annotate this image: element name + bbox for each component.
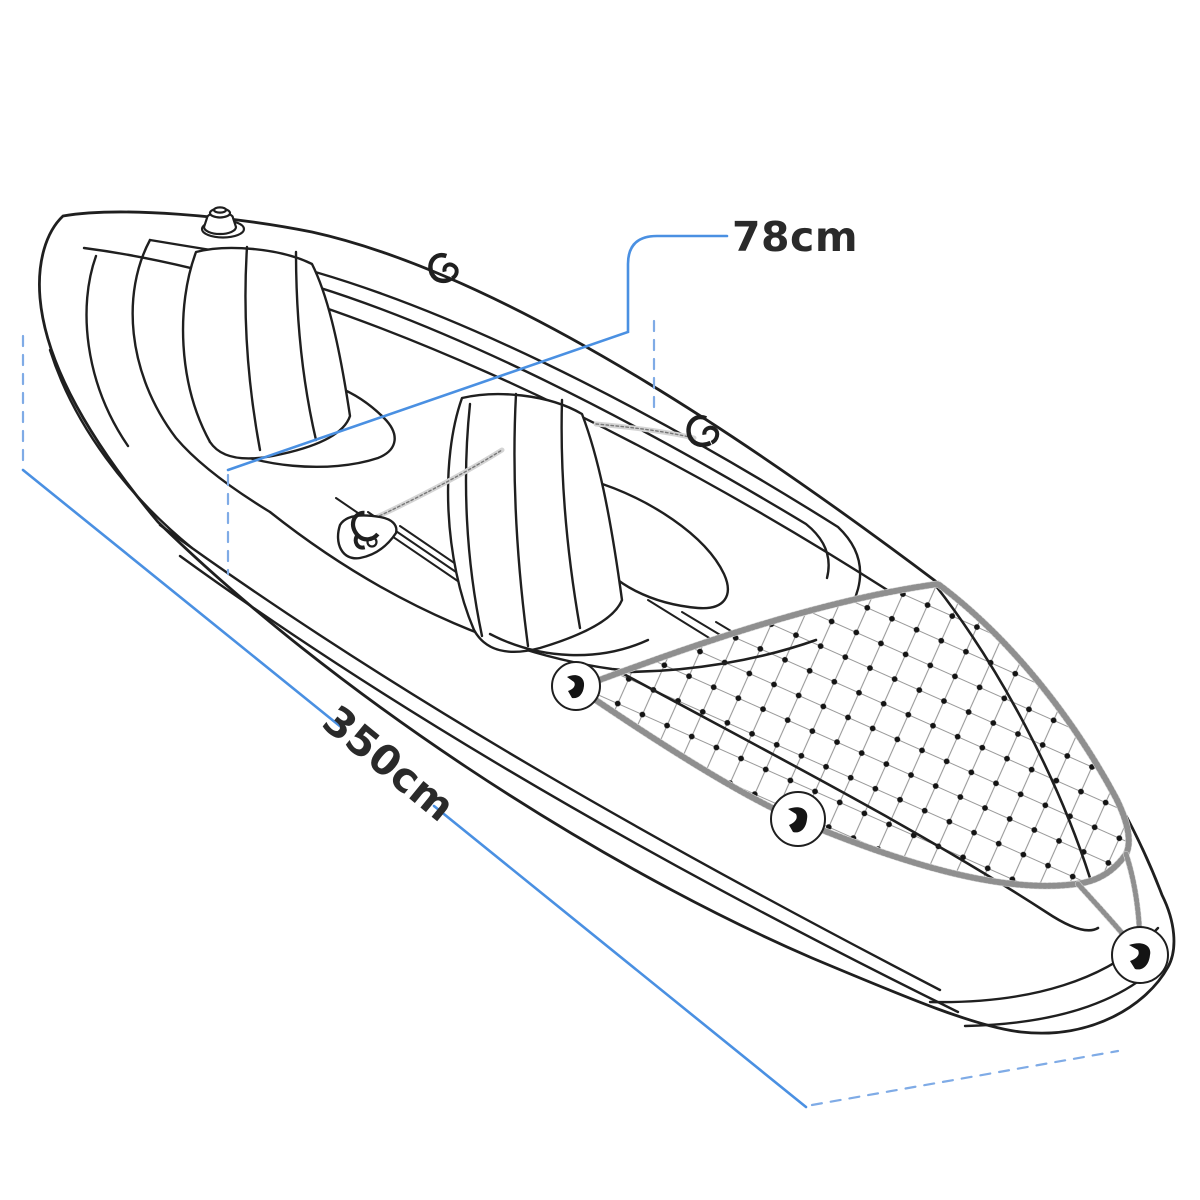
net-grommet-bottom-icon [770, 791, 826, 847]
air-valve-icon [200, 206, 246, 239]
bungee-cargo-net [551, 580, 1169, 984]
dimension-width-line [226, 234, 729, 472]
net-grommets [551, 661, 1169, 984]
rear-seat [181, 245, 396, 469]
kayak-hull [38, 210, 1176, 1035]
tie-ropes [372, 421, 697, 521]
cord-anchor-pad-icon [336, 510, 398, 560]
dimension-length-line [21, 468, 808, 1109]
width-label: 78cm [732, 213, 858, 261]
net-grommet-bow-icon [1111, 926, 1169, 984]
cord-hook-mid-icon [686, 414, 720, 448]
net-grommet-left-icon [551, 661, 601, 711]
cord-hook-rear-icon [428, 252, 459, 284]
extension-line-bow [810, 1049, 1120, 1107]
net-mesh [578, 584, 1129, 886]
extension-lines [21, 319, 1120, 1107]
